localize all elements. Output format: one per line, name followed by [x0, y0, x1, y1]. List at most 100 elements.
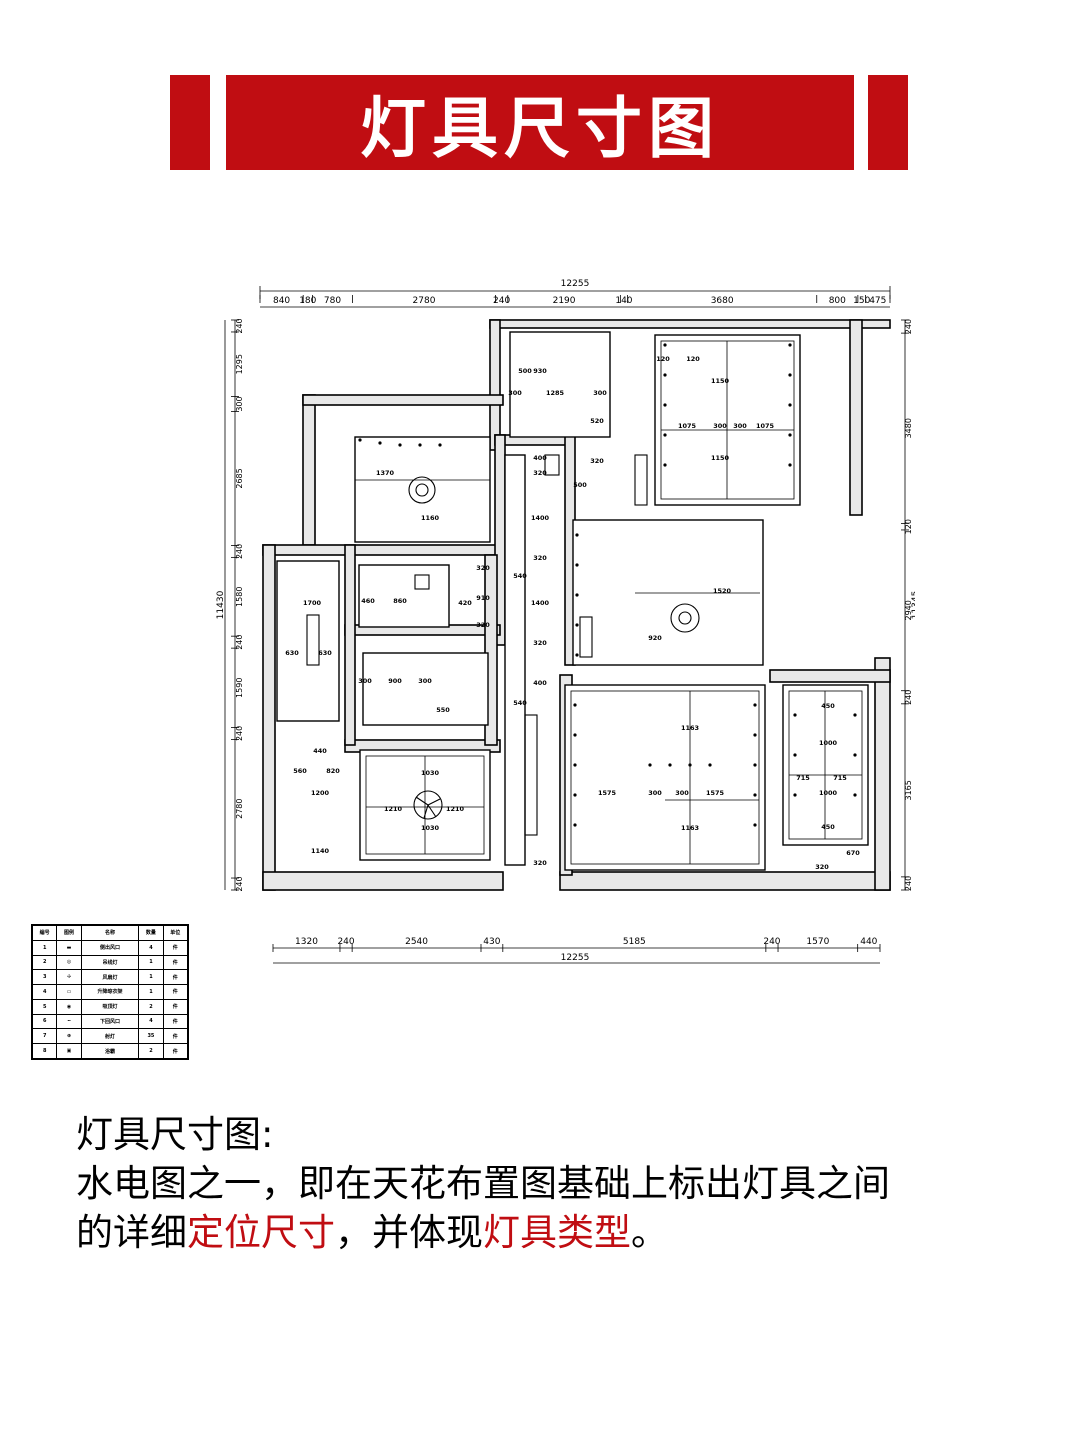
plan-dimension-label: 540: [513, 699, 527, 707]
spot-light-icon: [575, 623, 579, 627]
spot-light-icon: [853, 753, 857, 757]
legend-no: 3: [31, 969, 58, 986]
legend-name: 吸顶灯: [80, 998, 140, 1015]
spot-light-icon: [648, 763, 652, 767]
legend-qty: 1: [138, 954, 164, 971]
plan-dimension-label: 820: [326, 767, 340, 775]
dim-bottom-total: 12255: [561, 953, 590, 963]
legend-header-row: 编号 图例 名称 数量 单位: [31, 925, 189, 941]
legend-unit: 件: [162, 969, 189, 986]
plan-dimension-label: 1700: [303, 599, 322, 607]
plan-dimension-label: 1000: [819, 789, 838, 797]
dim-top-label: 150: [853, 296, 870, 306]
legend-unit: 件: [162, 954, 189, 971]
plan-dimension-label: 120: [656, 355, 670, 363]
dim-left-label: 240: [235, 544, 244, 559]
plan-dimension-label: 400: [533, 679, 547, 687]
plan-dimension-label: 300: [733, 422, 747, 430]
dim-left-label: 240: [235, 726, 244, 741]
plan-dimension-label: 1030: [421, 769, 440, 777]
plan-dimension-label: 1520: [713, 587, 732, 595]
description-text: 灯具尺寸图: 水电图之一，即在天花布置图基础上标出灯具之间 的详细定位尺寸，并体…: [76, 1110, 976, 1257]
legend-name: 吊线灯: [80, 954, 140, 971]
spot-light-icon: [573, 823, 577, 827]
legend-qty: 4: [138, 939, 164, 956]
spot-light-icon: [853, 713, 857, 717]
legend-name: 风扇灯: [80, 969, 140, 986]
plan-dimension-label: 1400: [531, 599, 550, 607]
dimension-lines: [224, 286, 906, 964]
spot-light-icon: [793, 713, 797, 717]
legend-symbol-icon: ▭: [56, 984, 82, 1000]
dim-right-label: 240: [904, 876, 913, 891]
spot-light-icon: [708, 763, 712, 767]
plan-dimension-label: 630: [318, 649, 332, 657]
plan-dimension-label: 420: [458, 599, 472, 607]
plan-dimension-label: 300: [593, 389, 607, 397]
plan-dimension-label: 320: [815, 863, 829, 871]
spot-light-icon: [663, 373, 667, 377]
dim-top-label: 475: [869, 296, 886, 306]
spot-light-icon: [378, 441, 382, 445]
spot-light-icon: [663, 403, 667, 407]
plan-dimension-label: 1285: [546, 389, 565, 397]
description-line: 的详细定位尺寸，并体现灯具类型。: [76, 1208, 976, 1257]
plan-dimension-label: 1150: [711, 377, 730, 385]
plan-dimension-label: 920: [648, 634, 662, 642]
plan-dimension-label: 1075: [756, 422, 775, 430]
dim-top-label: 3680: [711, 296, 734, 306]
legend-header: 编号: [31, 925, 58, 941]
spot-light-icon: [788, 343, 792, 347]
text-segment: 的详细: [76, 1211, 187, 1254]
legend-name: 浴霸: [80, 1043, 140, 1059]
plan-dimension-label: 1210: [384, 805, 403, 813]
legend-no: 4: [31, 984, 58, 1000]
plan-dimension-label: 1140: [311, 847, 330, 855]
legend-unit: 件: [162, 984, 189, 1000]
dim-left-label: 1580: [235, 587, 244, 607]
spot-light-icon: [668, 763, 672, 767]
legend-no: 5: [31, 998, 58, 1015]
legend-no: 2: [31, 954, 58, 971]
plan-dimension-label: 450: [821, 702, 835, 710]
plan-dimension-label: 560: [293, 767, 307, 775]
spot-light-icon: [358, 438, 362, 442]
dim-top-total: 12255: [561, 279, 590, 289]
legend-qty: 1: [138, 984, 164, 1000]
legend-name: 升降晾衣架: [80, 984, 140, 1000]
plan-dimension-label: 1200: [311, 789, 330, 797]
dim-bottom-label: 2540: [405, 937, 428, 947]
highlight-fixture-type: 灯具类型: [483, 1211, 631, 1254]
plan-dimension-label: 300: [713, 422, 727, 430]
spot-light-icon: [788, 373, 792, 377]
dim-right-label: 2940: [904, 600, 913, 620]
dim-left-label: 1295: [235, 354, 244, 374]
legend-no: 7: [31, 1028, 58, 1045]
description-heading: 灯具尺寸图:: [76, 1113, 274, 1156]
legend-qty: 2: [138, 998, 164, 1015]
plan-dimension-label: 550: [436, 706, 450, 714]
plan-dimension-label: 930: [533, 367, 547, 375]
plan-dimension-label: 1150: [711, 454, 730, 462]
plan-dimension-label: 715: [796, 774, 810, 782]
plan-dimension-label: 540: [513, 572, 527, 580]
banner-left-bar: [170, 75, 210, 170]
spot-light-icon: [788, 433, 792, 437]
spot-light-icon: [575, 563, 579, 567]
spot-light-icon: [573, 763, 577, 767]
plan-dimension-label: 1575: [598, 789, 617, 797]
plan-dimension-label: 500: [518, 367, 532, 375]
plan-dimension-label: 120: [686, 355, 700, 363]
legend-header: 单位: [162, 925, 189, 941]
legend-symbol-icon: ▬: [56, 939, 82, 956]
dim-left-label: 2780: [235, 799, 244, 819]
dim-top-label: 240: [493, 296, 510, 306]
dim-left-label: 240: [235, 876, 244, 891]
spot-light-icon: [575, 653, 579, 657]
dim-top-label: 840: [273, 296, 290, 306]
plan-dimension-label: 320: [533, 859, 547, 867]
